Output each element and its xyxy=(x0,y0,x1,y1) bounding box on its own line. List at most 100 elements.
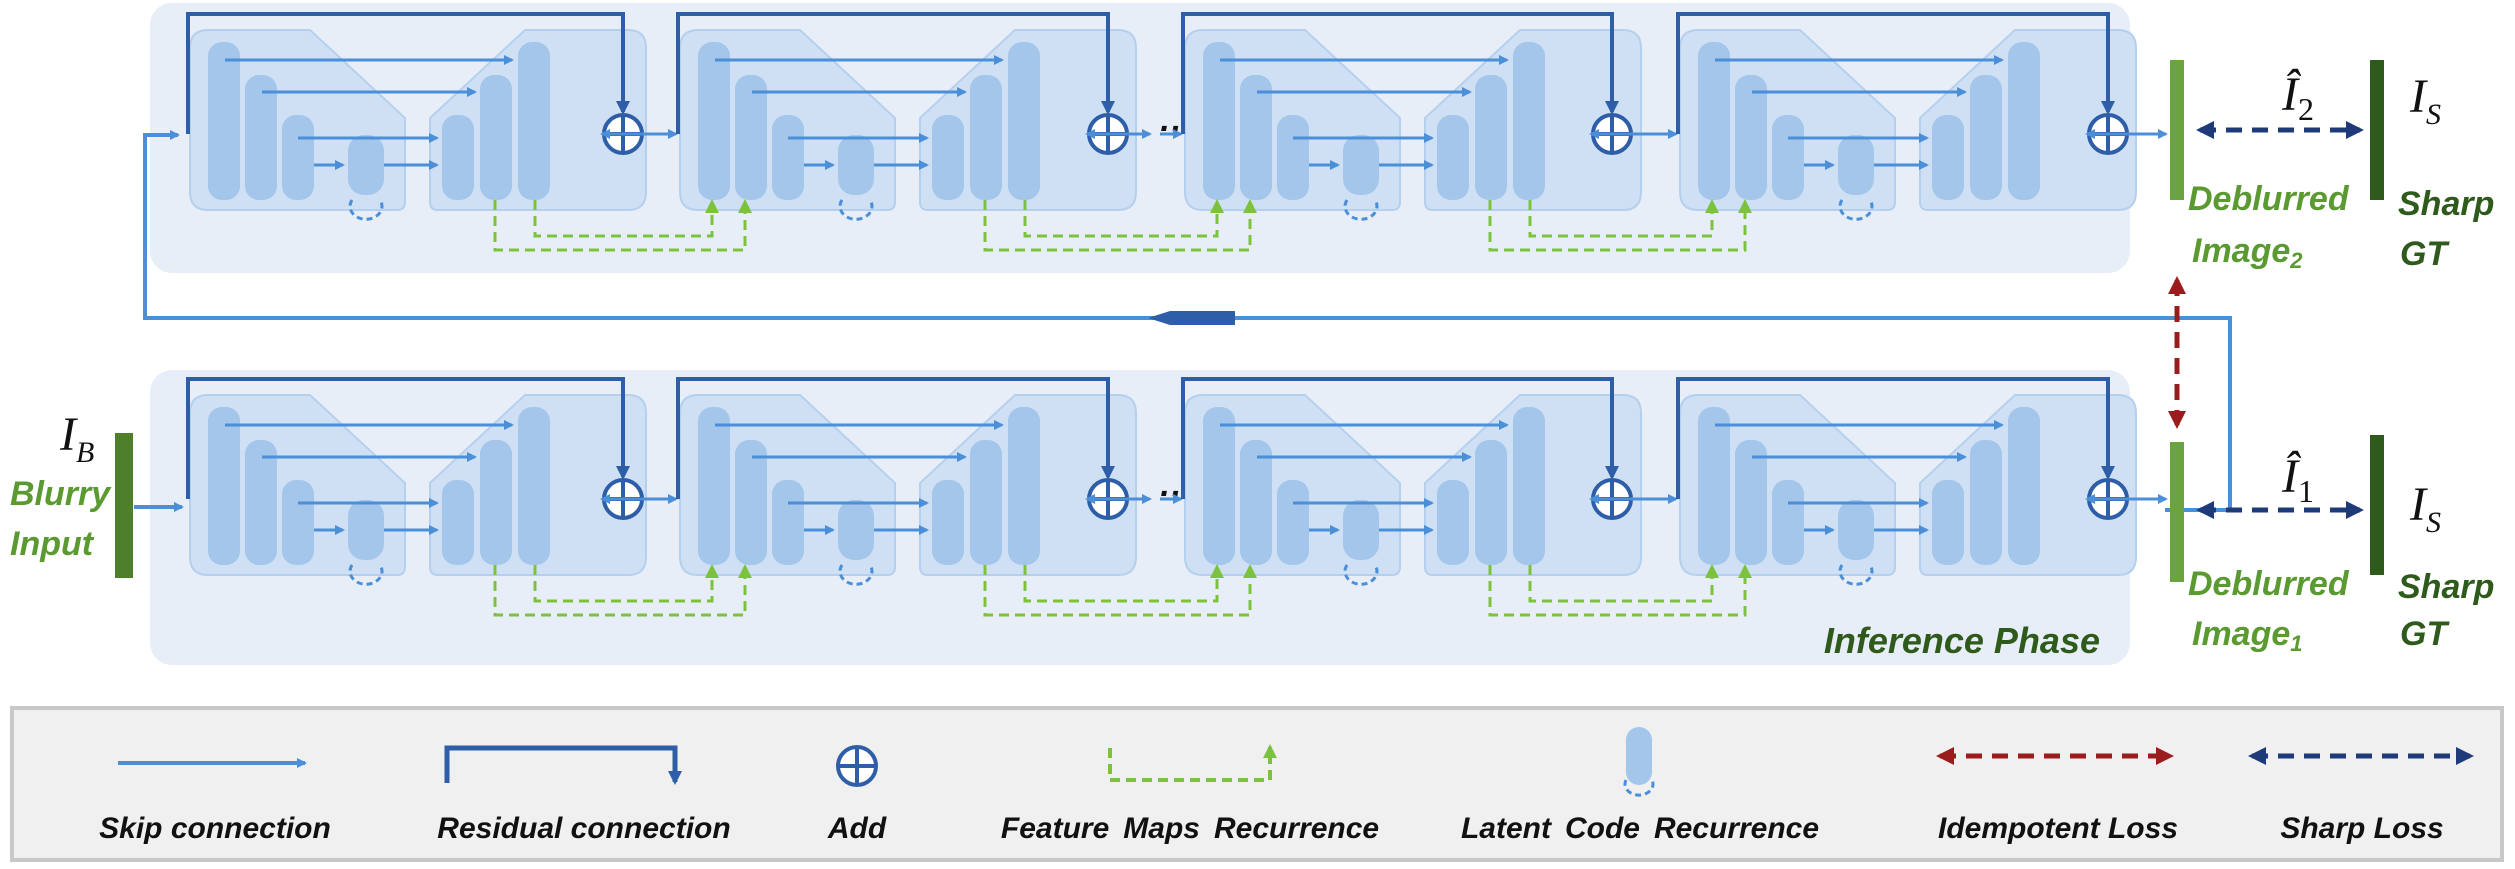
decoder-feature-bar xyxy=(970,440,1002,565)
latent-recurrence-loop xyxy=(1343,564,1379,586)
legend-add-icon xyxy=(836,745,878,787)
legend-add-label: Add xyxy=(827,812,887,845)
decoder-feature-bar xyxy=(1932,480,1964,565)
encoder-feature-bar xyxy=(772,115,804,200)
residual-connection xyxy=(186,12,630,134)
legend-skip-label: Skip connection xyxy=(99,812,331,845)
latent-code xyxy=(838,500,874,560)
encoder-feature-bar xyxy=(1698,42,1730,200)
feature-map-recurrence xyxy=(983,199,1257,252)
blurry-input-label-line1: Blurry xyxy=(10,475,112,513)
feature-map-recurrence xyxy=(1023,199,1224,238)
encoder-feature-bar xyxy=(772,480,804,565)
encoder-feature-bar xyxy=(735,440,767,565)
encoder-feature-bar xyxy=(1772,115,1804,200)
encoder-feature-bar xyxy=(1240,75,1272,200)
decoder-feature-bar xyxy=(932,115,964,200)
decoder-feature-bar xyxy=(1437,480,1469,565)
encoder-feature-bar xyxy=(1735,440,1767,565)
unet-block xyxy=(679,394,1137,586)
latent-code xyxy=(838,135,874,195)
legend-latent-icon xyxy=(1623,727,1655,797)
feature-map-recurrence xyxy=(983,564,1257,617)
latent-code xyxy=(1838,500,1874,560)
encoder-feature-bar xyxy=(1240,440,1272,565)
encoder-feature-bar xyxy=(208,42,240,200)
decoder-feature-bar xyxy=(1932,115,1964,200)
decoder-feature-bar xyxy=(1008,42,1040,200)
deblurred-image-2-label-line1: Deblurred xyxy=(2188,180,2350,218)
encoder-feature-bar xyxy=(1203,42,1235,200)
encoder-feature-bar xyxy=(1277,480,1309,565)
feature-map-recurrence xyxy=(1488,564,1752,617)
latent-recurrence-loop xyxy=(838,564,874,586)
decoder-feature-bar xyxy=(442,480,474,565)
legend-residual-label: Residual connection xyxy=(437,812,730,845)
deblurred-image-1-bar xyxy=(2170,442,2184,582)
decoder-feature-bar xyxy=(480,75,512,200)
decoder-feature-bar xyxy=(1437,115,1469,200)
decoder-feature-bar xyxy=(1513,42,1545,200)
latent-code xyxy=(348,135,384,195)
sharp-gt-bottom-symbol: IS xyxy=(2409,478,2441,539)
deblurred-image-1-label-line1: Deblurred xyxy=(2188,565,2350,603)
unet-block xyxy=(189,394,647,586)
encoder-feature-bar xyxy=(735,75,767,200)
decoder-feature-bar xyxy=(1970,75,2002,200)
encoder-feature-bar xyxy=(1277,115,1309,200)
unet-block xyxy=(1184,29,1642,221)
decoder-feature-bar xyxy=(1513,407,1545,565)
blurry-input-label-line2: Input xyxy=(10,525,95,563)
latent-recurrence-loop xyxy=(838,199,874,221)
sharp-gt-top-symbol: IS xyxy=(2409,70,2441,131)
network-rows: ······ xyxy=(186,12,2168,617)
legend-box xyxy=(10,706,2504,862)
encoder-feature-bar xyxy=(1772,480,1804,565)
inference-phase-label: Inference Phase xyxy=(1824,620,2100,661)
encoder-feature-bar xyxy=(208,407,240,565)
decoder-feature-bar xyxy=(442,115,474,200)
decoder-feature-bar xyxy=(2008,42,2040,200)
encoder-feature-bar xyxy=(1735,75,1767,200)
sharp-gt-top-label-line2: GT xyxy=(2400,235,2450,273)
residual-connection xyxy=(1676,377,2115,499)
residual-connection xyxy=(676,12,1115,134)
encoder-feature-bar xyxy=(245,75,277,200)
sharp-gt-bottom-label-line1: Sharp xyxy=(2398,568,2494,606)
blurry-input-bar xyxy=(115,433,133,578)
feature-map-recurrence xyxy=(1023,564,1224,603)
latent-recurrence-loop xyxy=(1838,199,1874,221)
sharp-gt-bottom-bar xyxy=(2370,435,2384,575)
decoder-feature-bar xyxy=(1008,407,1040,565)
encoder-feature-bar xyxy=(698,407,730,565)
latent-recurrence-loop xyxy=(348,564,384,586)
decoder-feature-bar xyxy=(2008,407,2040,565)
decoder-feature-bar xyxy=(1475,75,1507,200)
unet-block xyxy=(1679,394,2137,586)
sharp-gt-top-label-line1: Sharp xyxy=(2398,185,2494,223)
feature-map-recurrence xyxy=(1528,564,1719,603)
latent-code xyxy=(1343,135,1379,195)
decoder-feature-bar xyxy=(1475,440,1507,565)
blurry-input-symbol: IB xyxy=(59,408,94,469)
loop-direction-arrow xyxy=(1148,311,1235,325)
residual-connection xyxy=(1676,12,2115,134)
legend-feature-arrow xyxy=(1108,744,1277,782)
latent-code xyxy=(1838,135,1874,195)
decoder-feature-bar xyxy=(518,407,550,565)
decoder-feature-bar xyxy=(1970,440,2002,565)
encoder-feature-bar xyxy=(282,115,314,200)
feature-map-recurrence xyxy=(1528,199,1719,238)
unet-block xyxy=(679,29,1137,221)
feature-map-recurrence xyxy=(533,199,719,238)
residual-connection xyxy=(1181,377,1619,499)
residual-connection xyxy=(1181,12,1619,134)
legend-residual-arrow xyxy=(444,745,682,785)
sharp-gt-top-bar xyxy=(2370,60,2384,200)
residual-connection xyxy=(186,377,630,499)
encoder-feature-bar xyxy=(282,480,314,565)
decoder-feature-bar xyxy=(932,480,964,565)
legend-sharp-label: Sharp Loss xyxy=(2280,812,2443,845)
